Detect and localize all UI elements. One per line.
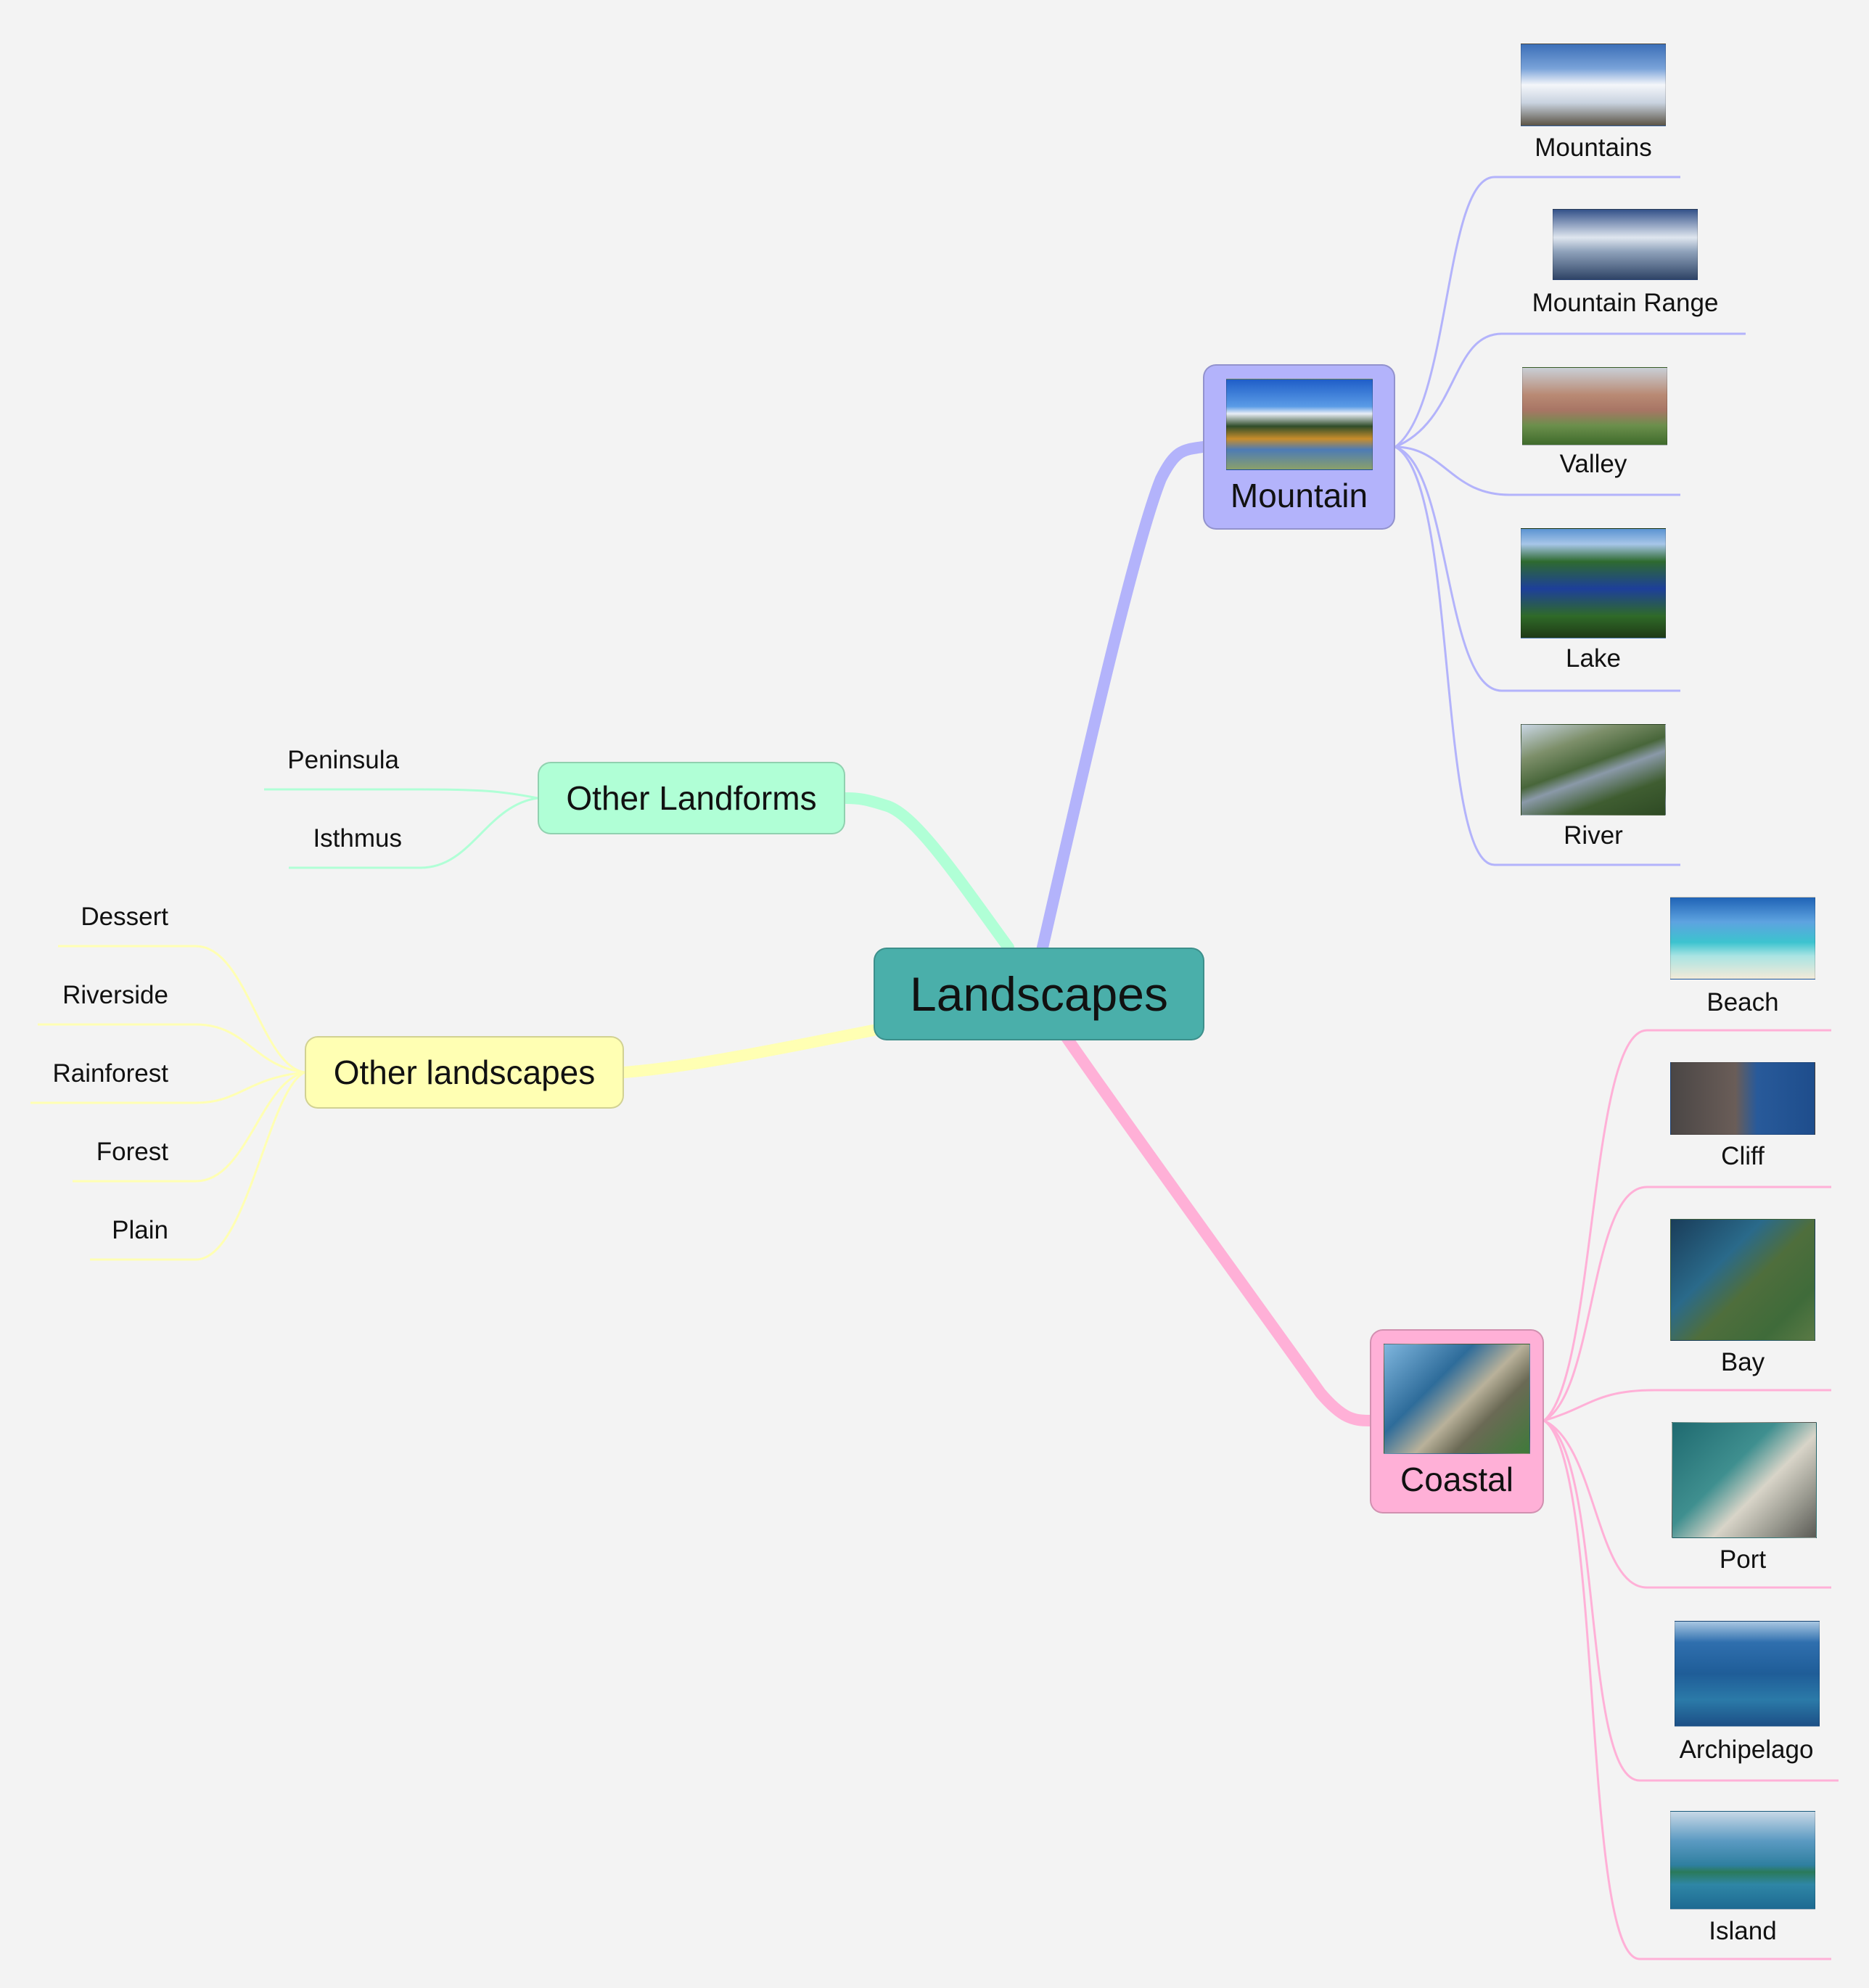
edge-bay: [1543, 1389, 1831, 1422]
child-plain[interactable]: Plain: [112, 1216, 168, 1244]
beach-image: [1670, 897, 1815, 979]
edge-mountain-range: [1394, 332, 1746, 448]
edge-lake: [1394, 445, 1680, 692]
edge-island: [1543, 1419, 1831, 1960]
edge-dessert: [58, 945, 305, 1074]
edge-root-coastal: [1061, 1032, 1376, 1426]
coastal-node-image: [1384, 1344, 1530, 1454]
edge-rainforest: [30, 1071, 305, 1104]
edge-mountains: [1394, 176, 1680, 448]
edge-isthmus: [289, 797, 538, 869]
child-island[interactable]: Island: [1709, 1917, 1777, 1945]
edge-beach: [1543, 1029, 1831, 1422]
child-dessert[interactable]: Dessert: [81, 903, 168, 931]
root-node-label: Landscapes: [910, 967, 1168, 1021]
mountain-node-label: Mountain: [1230, 477, 1368, 514]
child-mountains[interactable]: Mountains: [1535, 134, 1652, 162]
node-mountain[interactable]: Mountain: [1203, 364, 1395, 530]
port-image: [1672, 1422, 1817, 1538]
root-node-landscapes[interactable]: Landscapes: [874, 948, 1204, 1040]
edge-root-other-landscapes: [618, 1024, 879, 1078]
valley-image: [1522, 367, 1667, 445]
child-valley[interactable]: Valley: [1559, 450, 1627, 478]
child-riverside[interactable]: Riverside: [62, 981, 168, 1009]
child-beach[interactable]: Beach: [1706, 988, 1779, 1016]
lake-image: [1521, 528, 1666, 638]
edge-forest: [73, 1071, 305, 1183]
mountains-image: [1521, 44, 1666, 126]
child-forest[interactable]: Forest: [96, 1138, 168, 1166]
edge-riverside: [38, 1023, 305, 1074]
edge-cliff: [1543, 1186, 1831, 1422]
edge-valley: [1394, 445, 1680, 496]
other-landscapes-label: Other landscapes: [333, 1053, 596, 1091]
coastal-node-label: Coastal: [1400, 1461, 1513, 1498]
other-landforms-label: Other Landforms: [566, 779, 817, 817]
child-peninsula[interactable]: Peninsula: [287, 746, 399, 774]
child-lake[interactable]: Lake: [1566, 644, 1621, 673]
bay-image: [1670, 1219, 1815, 1341]
island-image: [1670, 1811, 1815, 1910]
archipelago-image: [1675, 1621, 1820, 1727]
child-archipelago[interactable]: Archipelago: [1679, 1736, 1814, 1764]
child-isthmus[interactable]: Isthmus: [313, 824, 402, 853]
edge-port: [1543, 1419, 1831, 1589]
edge-archipelago: [1543, 1419, 1839, 1782]
edge-river: [1394, 445, 1680, 866]
child-port[interactable]: Port: [1719, 1545, 1767, 1574]
child-cliff[interactable]: Cliff: [1721, 1142, 1765, 1170]
edge-peninsula: [264, 788, 538, 800]
node-other-landscapes[interactable]: Other landscapes: [305, 1036, 624, 1109]
child-rainforest[interactable]: Rainforest: [52, 1059, 168, 1088]
node-other-landforms[interactable]: Other Landforms: [538, 762, 845, 834]
child-bay[interactable]: Bay: [1720, 1348, 1765, 1376]
child-mountain-range[interactable]: Mountain Range: [1532, 289, 1719, 317]
edge-plain: [90, 1071, 305, 1261]
cliff-image: [1670, 1062, 1815, 1135]
child-river[interactable]: River: [1564, 821, 1623, 850]
edge-root-other-landforms: [839, 792, 1014, 953]
river-image: [1521, 724, 1666, 816]
mountain-range-image: [1553, 209, 1698, 280]
edge-root-mountain: [1036, 441, 1209, 956]
mountain-node-image: [1225, 379, 1373, 470]
node-coastal[interactable]: Coastal: [1370, 1329, 1544, 1513]
